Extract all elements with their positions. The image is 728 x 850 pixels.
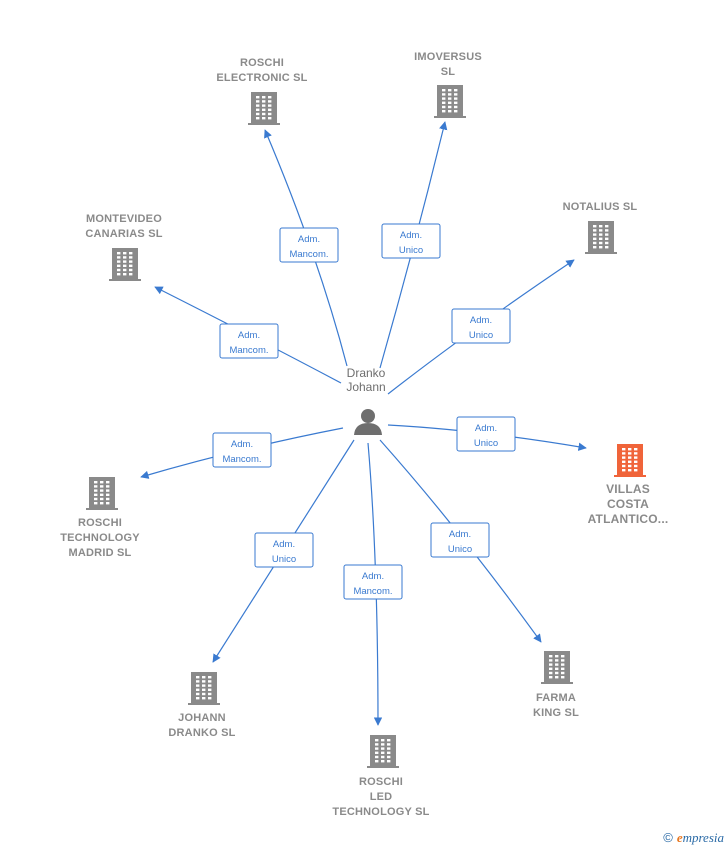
brand-name: mpresia — [682, 830, 724, 845]
role-badge-label-line: Unico — [469, 330, 493, 341]
company-label-villas-line: COSTA — [607, 497, 649, 511]
company-label-imoversus[interactable]: IMOVERSUS SL — [414, 51, 482, 78]
role-badge-label-line: Adm. — [475, 423, 497, 434]
role-badge-label: Adm. Unico — [474, 423, 498, 449]
company-label-johann-dranko-line: DRANKO SL — [168, 727, 235, 739]
company-label-montevideo-line: CANARIAS SL — [85, 228, 162, 240]
company-label-roschi-technology-line: MADRID SL — [69, 547, 132, 559]
building-icon[interactable] — [109, 248, 141, 281]
role-badge-roschi-technology[interactable]: Adm. Mancom. — [212, 432, 272, 468]
role-badge-label-line: Unico — [399, 245, 423, 256]
role-badge-label-line: Mancom. — [289, 249, 328, 260]
company-label-roschi-led-line: ROSCHI — [359, 776, 403, 788]
role-badge-label: Adm. Mancom. — [289, 234, 328, 260]
role-badge-label-line: Adm. — [273, 539, 295, 550]
role-badge-label: Adm. Mancom. — [353, 571, 392, 597]
role-badge-box — [430, 522, 490, 558]
building-icon[interactable] — [614, 444, 646, 477]
role-badge-box — [381, 223, 441, 259]
role-badge-label-line: Unico — [448, 544, 472, 555]
company-label-imoversus-line: SL — [441, 66, 456, 78]
role-badge-label-line: Mancom. — [229, 345, 268, 356]
role-badge-label-line: Unico — [272, 554, 296, 565]
role-badge-box — [219, 323, 279, 359]
company-label-notalius[interactable]: NOTALIUS SL — [563, 201, 638, 213]
role-badge-box — [451, 308, 511, 344]
role-badge-label: Adm. Mancom. — [229, 330, 268, 356]
role-badge-farma-king[interactable]: Adm. Unico — [430, 522, 490, 558]
brand-footer: ©empresia — [663, 830, 724, 846]
person-icon[interactable] — [354, 409, 382, 435]
role-badge-roschi-led[interactable]: Adm. Mancom. — [343, 564, 403, 600]
role-badge-label: Adm. Unico — [272, 539, 296, 565]
role-badge-label: Adm. Unico — [399, 230, 423, 256]
role-badge-box — [456, 416, 516, 452]
role-badge-label-line: Adm. — [231, 439, 253, 450]
role-badge-roschi-electronic[interactable]: Adm. Mancom. — [279, 227, 339, 263]
company-label-roschi-electronic-line: ROSCHI — [240, 57, 284, 69]
copyright-symbol: © — [663, 830, 673, 845]
building-icon[interactable] — [541, 651, 573, 684]
brand-initial: e — [676, 830, 683, 845]
company-label-notalius-line: NOTALIUS SL — [563, 201, 638, 213]
company-label-imoversus-line: IMOVERSUS — [414, 51, 482, 63]
company-label-roschi-electronic[interactable]: ROSCHI ELECTRONIC SL — [216, 57, 307, 84]
role-badge-imoversus[interactable]: Adm. Unico — [381, 223, 441, 259]
role-badge-box — [254, 532, 314, 568]
role-badge-montevideo[interactable]: Adm. Mancom. — [219, 323, 279, 359]
company-label-roschi-technology[interactable]: ROSCHI TECHNOLOGY MADRID SL — [60, 517, 140, 559]
role-badge-villas[interactable]: Adm. Unico — [456, 416, 516, 452]
role-badge-box — [343, 564, 403, 600]
company-label-roschi-led-line: LED — [370, 791, 393, 803]
role-badge-label-line: Adm. — [400, 230, 422, 241]
role-badge-label-line: Mancom. — [353, 586, 392, 597]
company-label-roschi-led[interactable]: ROSCHI LED TECHNOLOGY SL — [332, 776, 429, 818]
company-label-roschi-technology-line: TECHNOLOGY — [60, 532, 140, 544]
role-badge-label-line: Adm. — [298, 234, 320, 245]
company-label-montevideo-line: MONTEVIDEO — [86, 213, 162, 225]
company-label-johann-dranko[interactable]: JOHANN DRANKO SL — [168, 712, 235, 739]
company-label-roschi-led-line: TECHNOLOGY SL — [332, 806, 429, 818]
role-badge-label-line: Adm. — [449, 529, 471, 540]
company-label-montevideo[interactable]: MONTEVIDEO CANARIAS SL — [85, 213, 162, 240]
company-label-villas-line: VILLAS — [606, 482, 650, 496]
person-name-line: Dranko — [347, 366, 386, 380]
role-badge-label-line: Adm. — [238, 330, 260, 341]
company-label-villas-line: ATLANTICO... — [588, 512, 669, 526]
role-badge-label-line: Mancom. — [222, 454, 261, 465]
company-label-farma-king[interactable]: FARMA KING SL — [533, 692, 579, 719]
building-icon[interactable] — [248, 92, 280, 125]
building-icon[interactable] — [86, 477, 118, 510]
building-icon[interactable] — [367, 735, 399, 768]
company-label-roschi-electronic-line: ELECTRONIC SL — [216, 72, 307, 84]
building-icon[interactable] — [585, 221, 617, 254]
role-badge-notalius[interactable]: Adm. Unico — [451, 308, 511, 344]
role-badge-label: Adm. Mancom. — [222, 439, 261, 465]
building-icon[interactable] — [188, 672, 220, 705]
role-badge-box — [212, 432, 272, 468]
role-badge-label-line: Adm. — [362, 571, 384, 582]
role-badge-label-line: Adm. — [470, 315, 492, 326]
person-name-line: Johann — [346, 380, 385, 394]
role-badge-label-line: Unico — [474, 438, 498, 449]
company-label-farma-king-line: FARMA — [536, 692, 576, 704]
company-label-farma-king-line: KING SL — [533, 707, 579, 719]
role-badge-label: Adm. Unico — [469, 315, 493, 341]
company-label-johann-dranko-line: JOHANN — [178, 712, 226, 724]
role-badge-johann-dranko[interactable]: Adm. Unico — [254, 532, 314, 568]
role-badge-label: Adm. Unico — [448, 529, 472, 555]
role-badge-box — [279, 227, 339, 263]
company-label-roschi-technology-line: ROSCHI — [78, 517, 122, 529]
building-icon[interactable] — [434, 85, 466, 118]
